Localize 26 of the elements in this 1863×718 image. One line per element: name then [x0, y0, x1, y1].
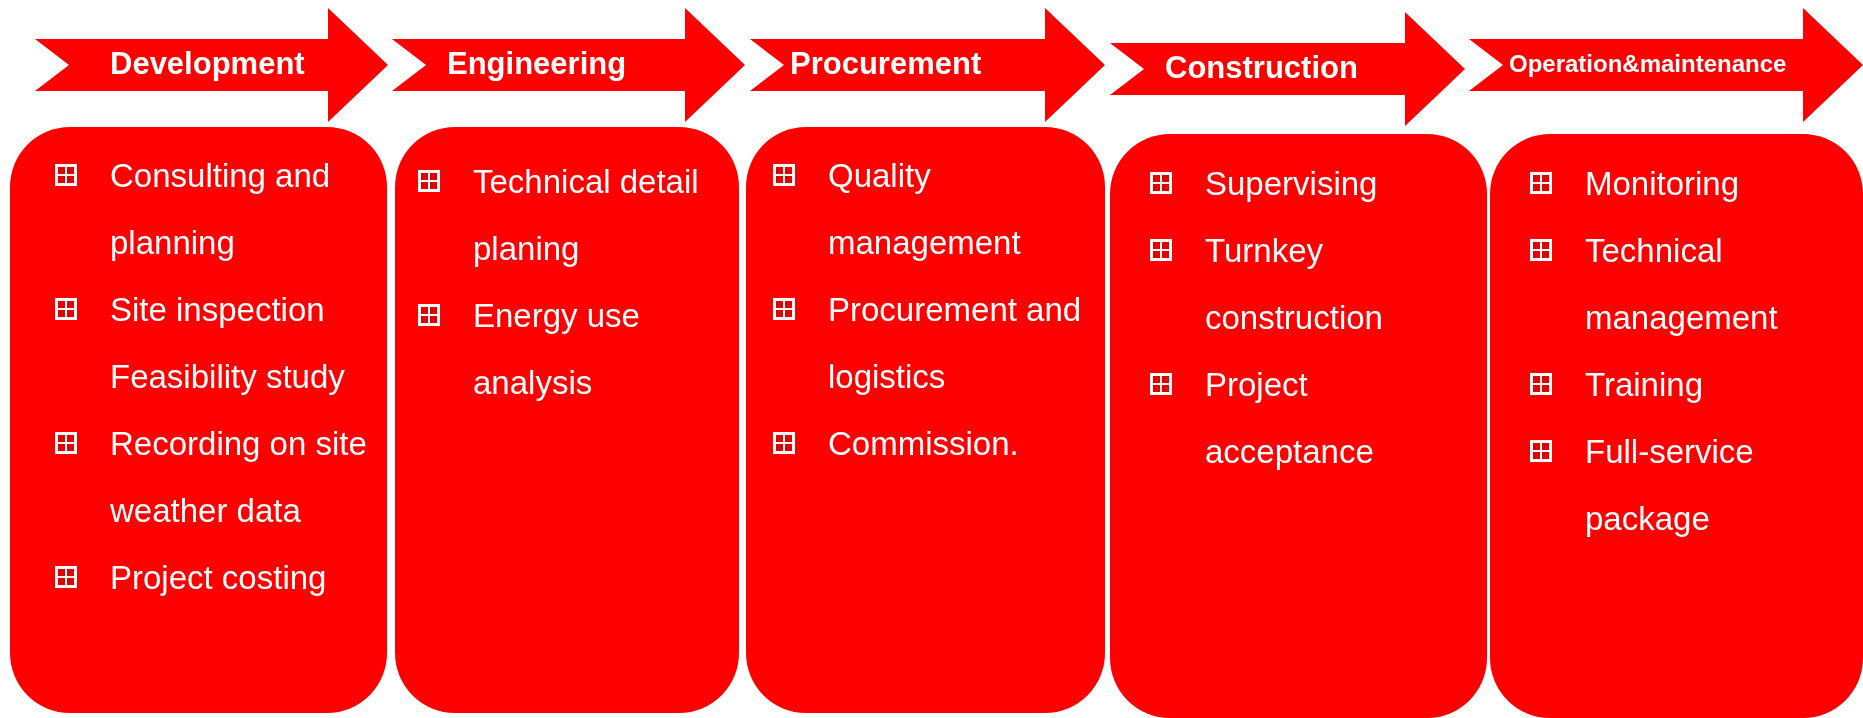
rounded-panel: [395, 127, 739, 713]
rounded-panel: [1110, 134, 1487, 718]
list-item-text: Technical management: [1585, 231, 1779, 338]
list-item-text: Recording on site weather data: [110, 424, 368, 531]
list-item-text: Technical detail planing: [473, 162, 700, 269]
list-item-text: Procurement and logistics: [828, 290, 1083, 397]
list-item-text: Supervising: [1205, 164, 1379, 204]
list-item-text: Turnkey construction: [1205, 231, 1384, 338]
list-item-text: Commission.: [828, 424, 1020, 464]
list-item-text: Project costing: [110, 558, 328, 598]
list-item-text: Consulting and planning: [110, 156, 332, 263]
list-item-text: Quality management: [828, 156, 1022, 263]
list-item-text: Energy use analysis: [473, 296, 641, 403]
rounded-panel: [10, 127, 387, 713]
stage-heading: Development: [110, 45, 305, 82]
list-item-text: Project acceptance: [1205, 365, 1375, 472]
stage-heading: Construction: [1165, 49, 1358, 86]
list-item-text: Full-service package: [1585, 432, 1755, 539]
stage-heading: Operation&maintenance: [1509, 50, 1787, 79]
rounded-panel: [746, 127, 1105, 713]
list-item-text: Site inspection Feasibility study: [110, 290, 346, 397]
rounded-panel: [1490, 134, 1863, 718]
stage-heading: Procurement: [790, 45, 982, 82]
stage-heading: Engineering: [447, 45, 627, 82]
list-item-text: Monitoring: [1585, 164, 1741, 204]
list-item-text: Training: [1585, 365, 1704, 405]
